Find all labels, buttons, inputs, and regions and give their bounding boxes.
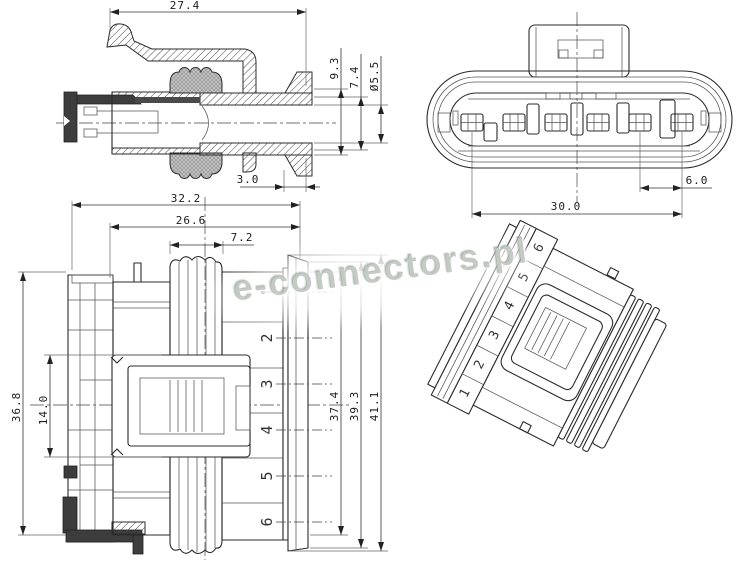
terminal	[670, 113, 694, 132]
bottom-lip-wedge	[284, 154, 313, 177]
dim-label-side-overall: 32.2	[171, 192, 202, 205]
latch-block	[528, 24, 630, 78]
cavity-number: 2	[258, 333, 276, 342]
side-view: 2 3 4 5 6 32.2 26.6	[10, 192, 388, 560]
terminal	[502, 113, 526, 132]
terminal	[544, 113, 568, 132]
mounting-flange	[282, 254, 309, 552]
latch-arm	[106, 23, 257, 94]
dim-label-front-lip: 3.0	[237, 173, 260, 186]
top-lip-wedge	[284, 71, 313, 94]
dim-label-seal-diameter: 7.4	[348, 66, 361, 89]
barrel-top-wall	[199, 92, 313, 106]
terminal	[586, 113, 610, 132]
section-view: 27.4 9.3 7.4 Ø5.5 3.0	[56, 0, 388, 192]
terminal	[628, 113, 652, 132]
dim-label-lock-height: 14.0	[37, 395, 50, 426]
housing-ovals	[426, 70, 733, 169]
polarization-slot	[483, 122, 498, 142]
polarization-slot	[526, 103, 540, 135]
cavity-number: 3	[258, 379, 276, 388]
polarization-slot	[570, 102, 584, 136]
terminal-blade	[135, 97, 200, 103]
dim-label-terminal-pitch: 6.0	[686, 174, 709, 187]
front-dimensions: 6.0 30.0	[471, 132, 712, 218]
wire-seal-bottom	[169, 152, 223, 179]
terminal-cavities	[460, 99, 694, 142]
dim-label-bore-diameter: Ø5.5	[368, 61, 381, 92]
terminal	[460, 113, 484, 132]
front-view: 6.0 30.0	[426, 12, 733, 218]
cavity-number: 5	[258, 471, 276, 480]
secondary-lock	[110, 354, 251, 458]
section-dimensions: 27.4 9.3 7.4 Ø5.5 3.0	[109, 0, 388, 192]
cavity-number: 6	[258, 517, 276, 526]
dim-label-overall-length: 27.4	[170, 0, 201, 12]
dim-label-body-length: 26.6	[176, 214, 207, 227]
polarization-slot	[659, 99, 676, 139]
cavity-number: 4	[258, 425, 276, 434]
gasket	[111, 521, 146, 535]
dim-label-flange-outer: 41.1	[368, 391, 381, 422]
dim-label-flange-inner: 37.4	[328, 391, 341, 422]
neck-bottom	[242, 152, 257, 173]
iso-rear-cap	[592, 318, 667, 449]
iso-grommet-ribs	[558, 294, 667, 452]
seal-hook	[132, 533, 144, 555]
iso-view: 6 5 4 3 2 1	[427, 219, 667, 452]
polarization-slot	[616, 102, 630, 134]
dim-label-seal-length: 7.2	[231, 231, 254, 244]
dim-label-outer-diameter: 9.3	[328, 57, 341, 80]
terminal-rear-block	[63, 91, 78, 143]
terminal-crimp-wing	[76, 94, 142, 105]
seal-clip	[63, 465, 78, 479]
dim-label-flange-mid: 39.3	[348, 391, 361, 422]
lower-thin-wall	[111, 147, 201, 155]
wire-seal-top	[169, 67, 223, 94]
terminal-notch	[64, 116, 70, 126]
dim-label-terminal-span: 30.0	[551, 200, 582, 213]
contact-box	[83, 92, 209, 154]
dim-label-body-height: 36.8	[10, 392, 23, 423]
seal-clip	[62, 496, 78, 534]
